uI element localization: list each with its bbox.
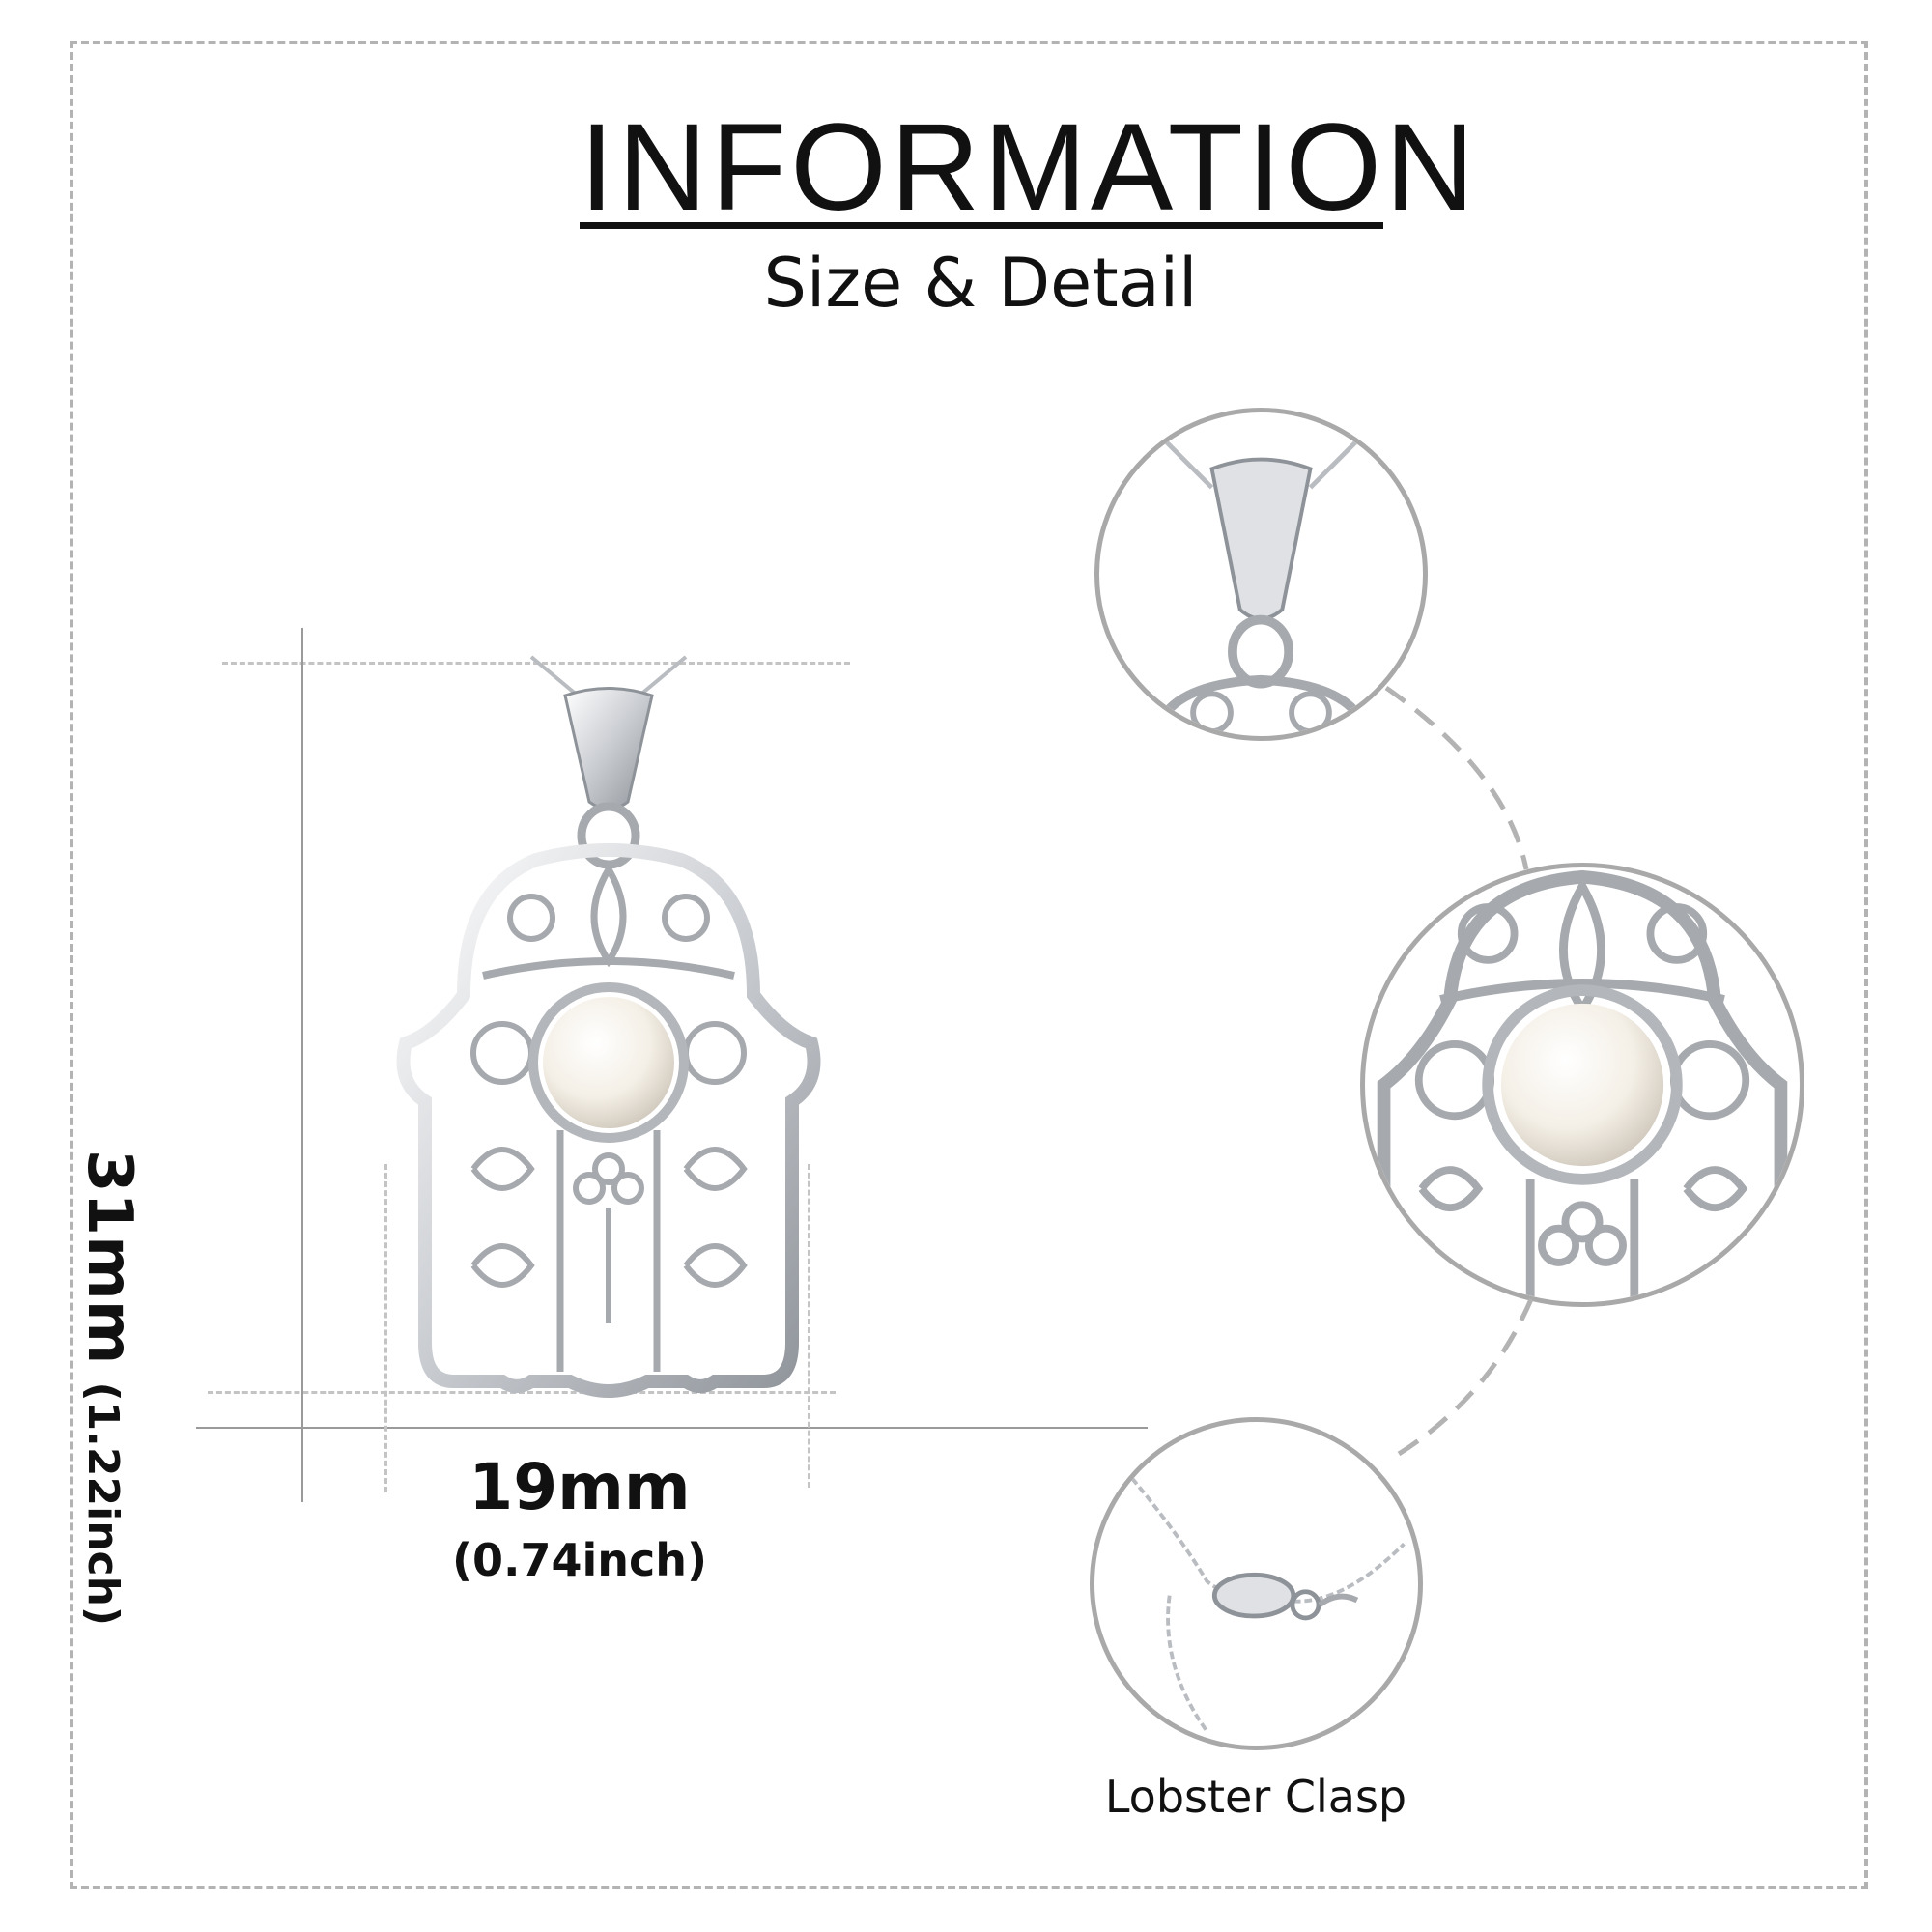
page-subtitle: Size & Detail bbox=[763, 243, 1198, 323]
title-underline bbox=[580, 222, 1383, 229]
width-mm: 19mm bbox=[469, 1450, 691, 1524]
page-frame bbox=[70, 41, 1868, 1889]
page-title: INFORMATION bbox=[580, 99, 1479, 237]
bail-detail-circle bbox=[1094, 408, 1428, 741]
hamsa-pendant-image bbox=[396, 655, 821, 1398]
pearl-detail-image bbox=[1377, 869, 1788, 1302]
baseline-guide-line bbox=[196, 1427, 1148, 1429]
clasp-detail-image bbox=[1130, 1477, 1406, 1733]
clasp-caption: Lobster Clasp bbox=[1104, 1771, 1407, 1823]
width-left-guide-line bbox=[384, 1164, 387, 1492]
width-right-guide-line bbox=[808, 1164, 810, 1488]
bail-detail-image bbox=[1151, 429, 1372, 736]
pearl-detail-circle bbox=[1360, 863, 1804, 1307]
height-guide-line bbox=[301, 628, 303, 1502]
clasp-detail-circle bbox=[1090, 1417, 1423, 1750]
width-inch: (0.74inch) bbox=[451, 1534, 708, 1586]
